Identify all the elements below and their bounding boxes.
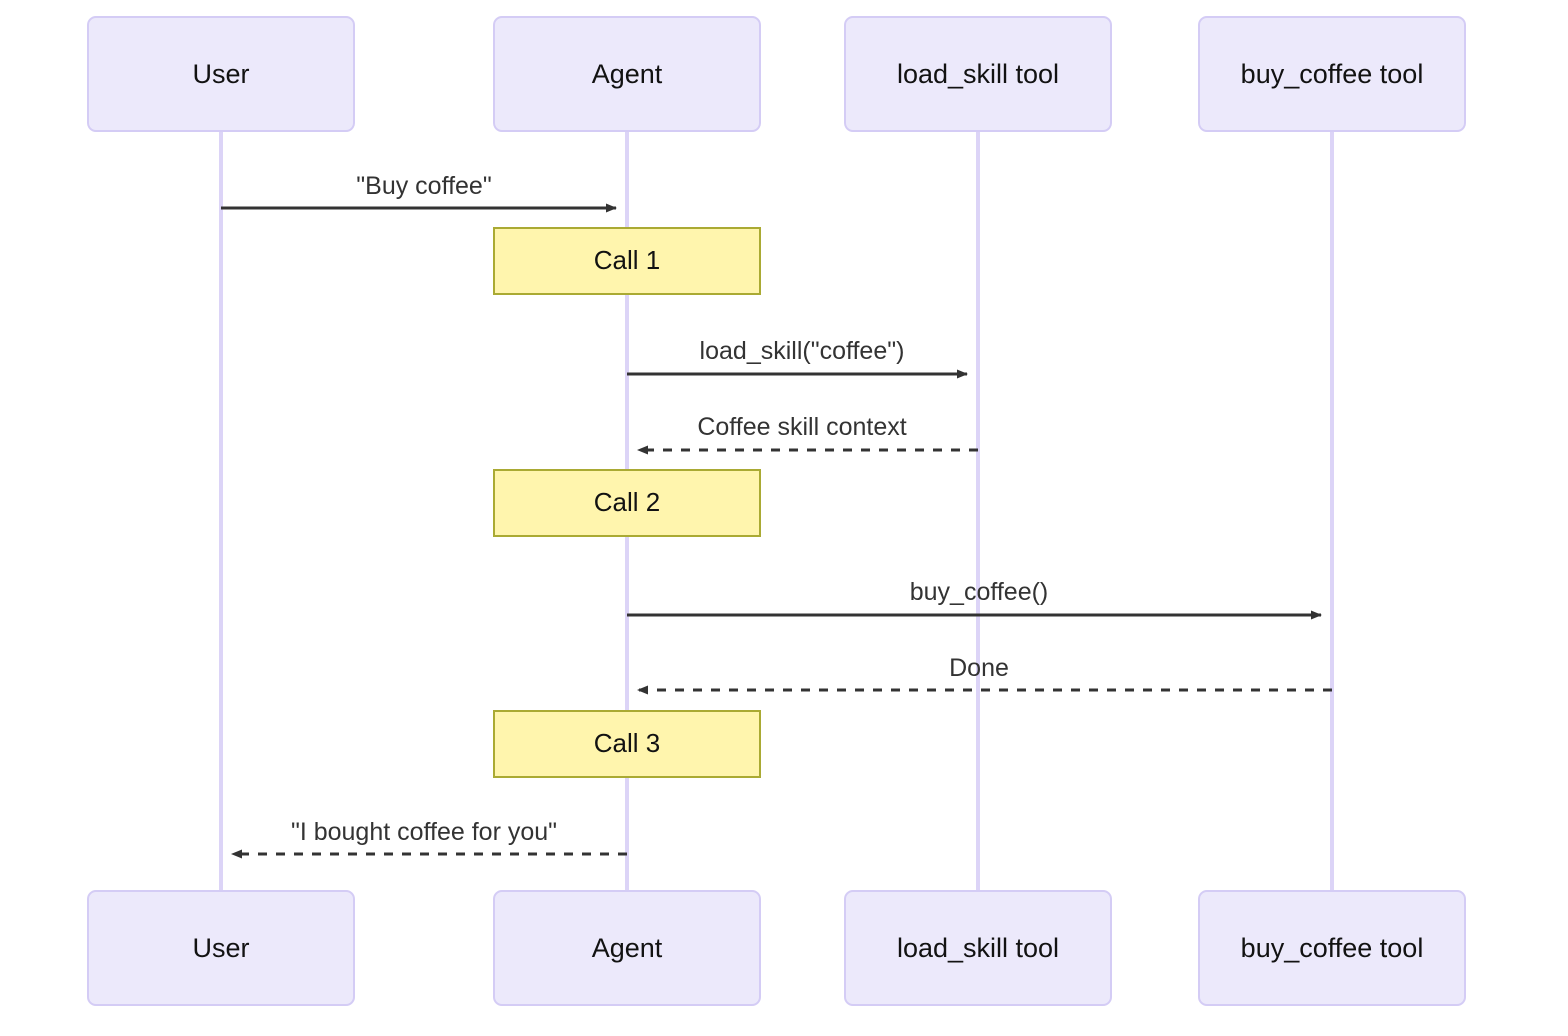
participant-header-buy-coffee-tool[interactable]: buy_coffee tool [1198,16,1466,132]
note-box-call-2[interactable] [493,469,761,537]
participant-box-load-skill-tool[interactable] [844,16,1112,132]
participant-box-load-skill-tool-bottom[interactable] [844,890,1112,1006]
participant-header-load-skill-tool[interactable]: load_skill tool [844,16,1112,132]
participant-footer-agent[interactable]: Agent [493,890,761,1006]
participant-header-agent[interactable]: Agent [493,16,761,132]
note-label-call-2: Call 2 [594,487,660,517]
participant-headers-top: User Agent load_skill tool buy_coffee to… [87,16,1466,132]
participant-header-user[interactable]: User [87,16,355,132]
message-coffee-skill-context[interactable]: Coffee skill context [637,413,978,455]
note-label-call-3: Call 3 [594,728,660,758]
participant-box-buy-coffee-tool-bottom[interactable] [1198,890,1466,1006]
message-label-final-reply: "I bought coffee for you" [291,818,557,846]
message-load-skill-call[interactable]: load_skill("coffee") [627,337,968,379]
lifelines [219,131,1334,891]
participant-label-buy-coffee-tool: buy_coffee tool [1241,59,1424,89]
message-buy-coffee-call[interactable]: buy_coffee() [627,578,1322,620]
participant-footer-load-skill-tool[interactable]: load_skill tool [844,890,1112,1006]
participant-box-user[interactable] [87,16,355,132]
participant-label-load-skill-tool-bottom: load_skill tool [897,933,1059,963]
participant-footer-buy-coffee-tool[interactable]: buy_coffee tool [1198,890,1466,1006]
participant-footer-user[interactable]: User [87,890,355,1006]
note-call-3[interactable]: Call 3 [493,710,761,778]
note-label-call-1: Call 1 [594,245,660,275]
participant-box-buy-coffee-tool[interactable] [1198,16,1466,132]
participant-label-load-skill-tool: load_skill tool [897,59,1059,89]
message-label-load-skill-call: load_skill("coffee") [700,337,905,365]
messages: "Buy coffee" load_skill("coffee") Coffee… [221,172,1332,859]
note-box-call-3[interactable] [493,710,761,778]
participant-label-agent: Agent [592,59,663,89]
participant-box-agent[interactable] [493,16,761,132]
message-label-buy-coffee-call: buy_coffee() [910,578,1049,606]
participant-headers-bottom: User Agent load_skill tool buy_coffee to… [87,890,1466,1006]
participant-box-user-bottom[interactable] [87,890,355,1006]
message-buy-coffee-request[interactable]: "Buy coffee" [221,172,617,213]
message-label-coffee-skill-context: Coffee skill context [697,413,906,441]
notes: Call 1 Call 2 Call 3 [493,227,761,778]
note-box-call-1[interactable] [493,227,761,295]
participant-box-agent-bottom[interactable] [493,890,761,1006]
participant-label-user-bottom: User [192,933,249,963]
participant-label-buy-coffee-tool-bottom: buy_coffee tool [1241,933,1424,963]
note-call-1[interactable]: Call 1 [493,227,761,295]
participant-label-user: User [192,59,249,89]
message-label-buy-coffee-request: "Buy coffee" [356,172,491,200]
message-label-done-response: Done [949,654,1009,682]
message-final-reply[interactable]: "I bought coffee for you" [231,818,627,859]
message-done-response[interactable]: Done [637,654,1332,695]
note-call-2[interactable]: Call 2 [493,469,761,537]
participant-label-agent-bottom: Agent [592,933,663,963]
